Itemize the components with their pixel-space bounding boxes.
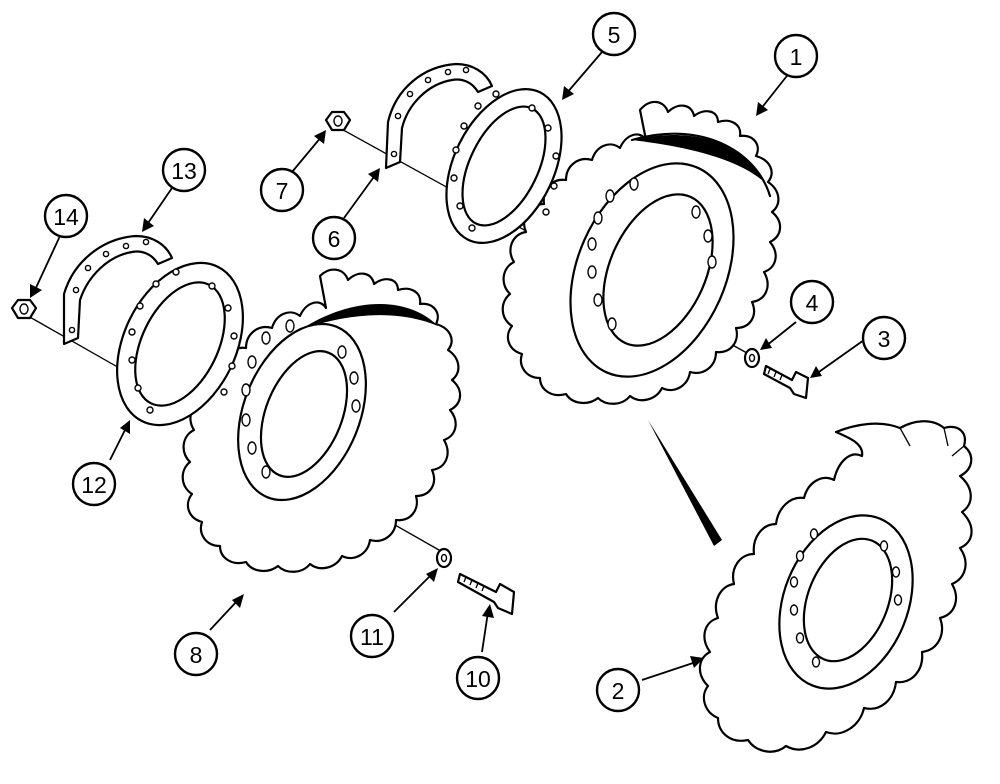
sprocket-segment-part-2: [698, 420, 973, 753]
lower-nut-part-14: [10, 298, 38, 320]
lower-sprocket-part-8: [181, 268, 462, 573]
detail-pointer: [648, 420, 722, 546]
callout-10: 10: [455, 655, 501, 701]
callout-label-1: 1: [790, 44, 803, 70]
callout-label-8: 8: [190, 642, 203, 668]
upper-ring-part-5: [445, 88, 563, 244]
callout-label-4: 4: [806, 290, 819, 316]
callout-4: 4: [789, 279, 835, 325]
lower-lock-plate-part-13: [62, 234, 174, 346]
callout-label-12: 12: [81, 472, 107, 498]
lower-bolt-part-10: [456, 572, 516, 616]
leader-lines: [30, 51, 865, 681]
callout-12: 12: [71, 461, 117, 507]
callout-label-13: 13: [171, 158, 197, 184]
callout-label-3: 3: [878, 326, 891, 352]
callout-label-6: 6: [328, 226, 341, 252]
callout-11: 11: [349, 613, 395, 659]
callout-1: 1: [773, 33, 819, 79]
callout-label-7: 7: [276, 178, 289, 204]
upper-lock-plate-part-6: [384, 62, 494, 170]
callout-label-10: 10: [465, 666, 491, 692]
callout-label-11: 11: [360, 624, 384, 650]
callout-5: 5: [591, 11, 637, 57]
callout-label-2: 2: [612, 678, 625, 704]
callout-8: 8: [173, 631, 219, 677]
callout-13: 13: [161, 147, 207, 193]
lower-washer-part-11: [435, 547, 453, 569]
upper-bolt-part-3: [762, 364, 810, 400]
upper-sprocket-part-1: [501, 100, 782, 405]
upper-nut-part-7: [324, 110, 352, 132]
callout-7: 7: [259, 167, 305, 213]
upper-washer-part-4: [743, 347, 761, 369]
callout-label-14: 14: [53, 204, 79, 230]
callout-14: 14: [43, 193, 89, 239]
callout-6: 6: [311, 215, 357, 261]
lower-ring-part-12: [116, 261, 244, 427]
callout-3: 3: [861, 315, 907, 361]
callout-label-5: 5: [608, 22, 621, 48]
callout-2: 2: [595, 667, 641, 713]
